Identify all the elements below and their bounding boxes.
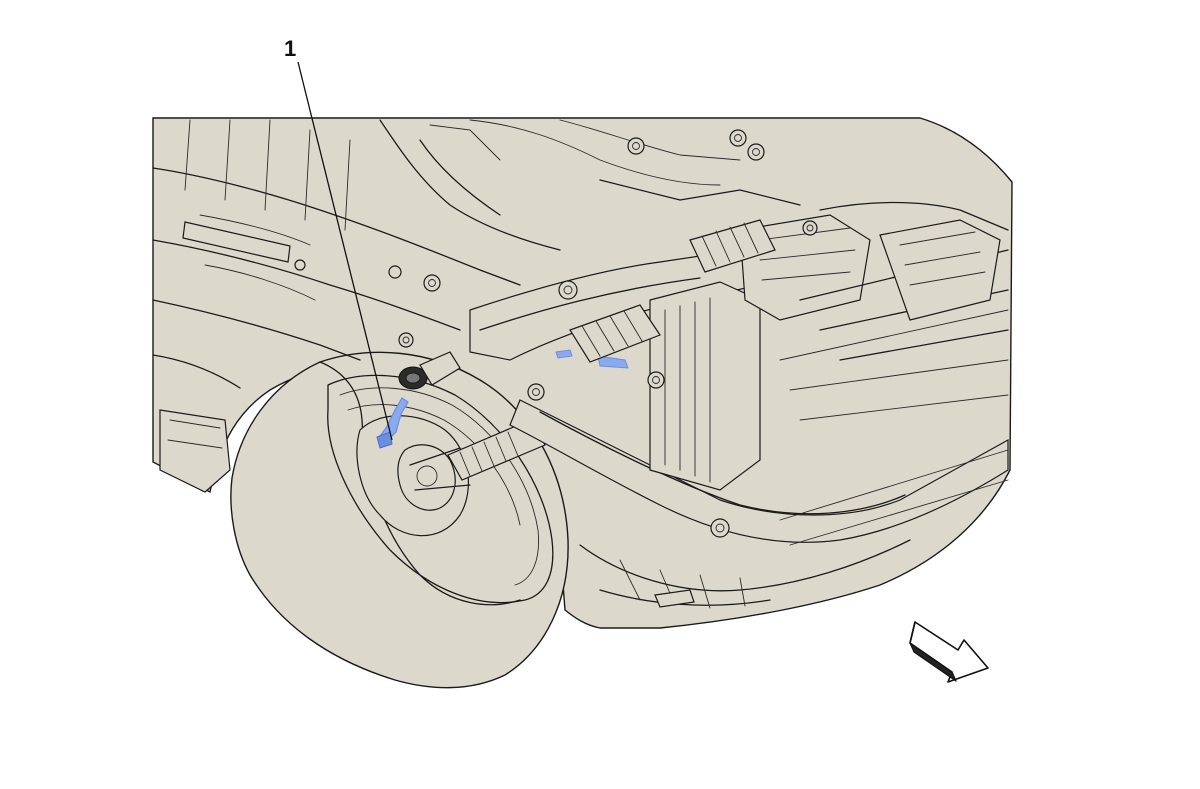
callout-number-1: 1: [284, 36, 297, 61]
right-axle-boot: [569, 219, 776, 363]
strut-bushing: [398, 351, 461, 390]
front-arrow-icon: [909, 621, 989, 683]
axle-boot: [447, 419, 546, 481]
highlighted-sensor: [376, 349, 629, 449]
fasteners: [294, 129, 818, 538]
callout-leader-line: [297, 61, 393, 441]
wheel-rim: [327, 374, 554, 604]
